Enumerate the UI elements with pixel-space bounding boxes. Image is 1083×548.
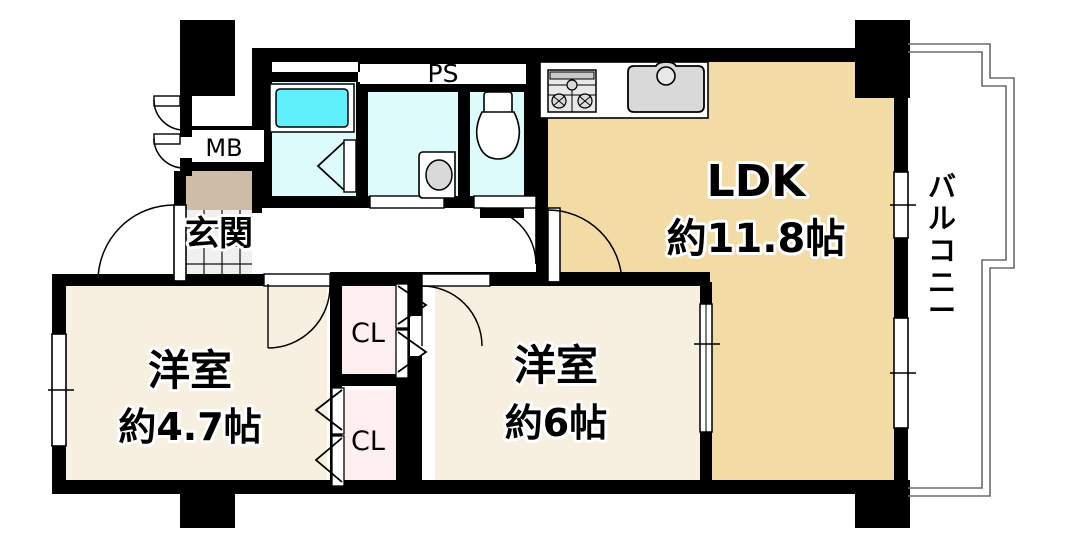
ldk-left-lower-wall: [536, 208, 548, 284]
bath-left-wall: [262, 62, 272, 206]
ldk-floor: [536, 60, 905, 490]
ps-label: PS: [428, 59, 459, 88]
washbasin-icon: [418, 151, 456, 199]
ps-bottom-wall: [358, 82, 528, 92]
door-washroom: [369, 195, 445, 209]
balcony-outline: [908, 43, 1015, 497]
closet-divider-wall: [330, 374, 410, 386]
fixture-group: [269, 61, 709, 199]
closet-top-label: CL: [351, 318, 385, 349]
label-boxes: [192, 64, 526, 162]
bedroom-47-area-label: 約4.7帖: [118, 405, 261, 449]
door-closet-bottom: [314, 387, 345, 487]
pillar-bottom-right: [855, 480, 910, 528]
bedroom-6-area-label: 約6帖: [505, 401, 607, 445]
washroom-right-wall: [458, 82, 470, 206]
balcony-char-0: バ: [928, 170, 956, 203]
door-entrance: [97, 204, 187, 282]
balcony-label: バ ル コ ニ ー: [928, 170, 956, 327]
bedroom-47-floor: [52, 285, 327, 490]
genkan-step: [186, 168, 252, 210]
door-toilet: [473, 195, 537, 265]
ldk-label: LDK: [707, 156, 808, 207]
closet-top-floor: [340, 282, 398, 378]
closet-bottom-label: CL: [351, 426, 385, 457]
bedroom-47-label: 洋室: [148, 346, 232, 395]
door-group: [97, 95, 623, 487]
kitchen-counter: [539, 61, 709, 119]
door-bathroom-folding: [316, 139, 357, 193]
balcony-char-3: ニ: [928, 266, 956, 299]
gas-stove-icon: [547, 69, 597, 113]
closet-bottom-right-wall: [396, 386, 410, 490]
text-labels: PS MB 玄関 LDK 約11.8帖 洋室 約6帖 洋室 約4.7帖 CL C…: [115, 59, 956, 457]
bathtub-icon: [269, 83, 355, 133]
door-bedroom-6: [421, 273, 491, 347]
door-closet-top: [395, 283, 428, 379]
bedroom-6-floor: [435, 282, 710, 490]
door-bedroom-47: [263, 273, 331, 349]
door-ldk: [547, 207, 623, 285]
toilet-icon: [475, 91, 521, 160]
mb-label-box: [192, 130, 264, 162]
kitchen-sink-icon: [627, 61, 705, 113]
bedroom47-top-wall: [52, 274, 330, 286]
closet-bottom-floor: [340, 390, 398, 490]
bottom-outer-wall: [52, 480, 908, 494]
bedroom-top-wall: [330, 272, 710, 286]
mb-label: MB: [205, 134, 242, 162]
balcony-char-2: コ: [928, 234, 956, 267]
ps-label-box: [360, 64, 526, 84]
pillar-bottom-left: [180, 480, 235, 528]
pillar-top-left: [180, 20, 235, 96]
door-meterbox-lower: [153, 133, 185, 169]
bath-top-inner-wall: [268, 72, 358, 82]
ldk-area-label: 約11.8帖: [667, 216, 846, 262]
bedroom-6-label: 洋室: [514, 341, 598, 390]
genkan-tile-grid: [186, 210, 252, 282]
genkan-label: 玄関: [185, 214, 253, 254]
balcony-char-4: ー: [928, 294, 956, 327]
corridor-floor: [252, 210, 536, 282]
toilet-right-wall: [524, 62, 536, 208]
window-group: [48, 171, 916, 447]
door-meterbox-upper: [153, 95, 185, 131]
balcony-char-1: ル: [928, 202, 956, 235]
bath-bottom-wall: [262, 196, 366, 208]
bath-right-wall: [356, 82, 368, 206]
